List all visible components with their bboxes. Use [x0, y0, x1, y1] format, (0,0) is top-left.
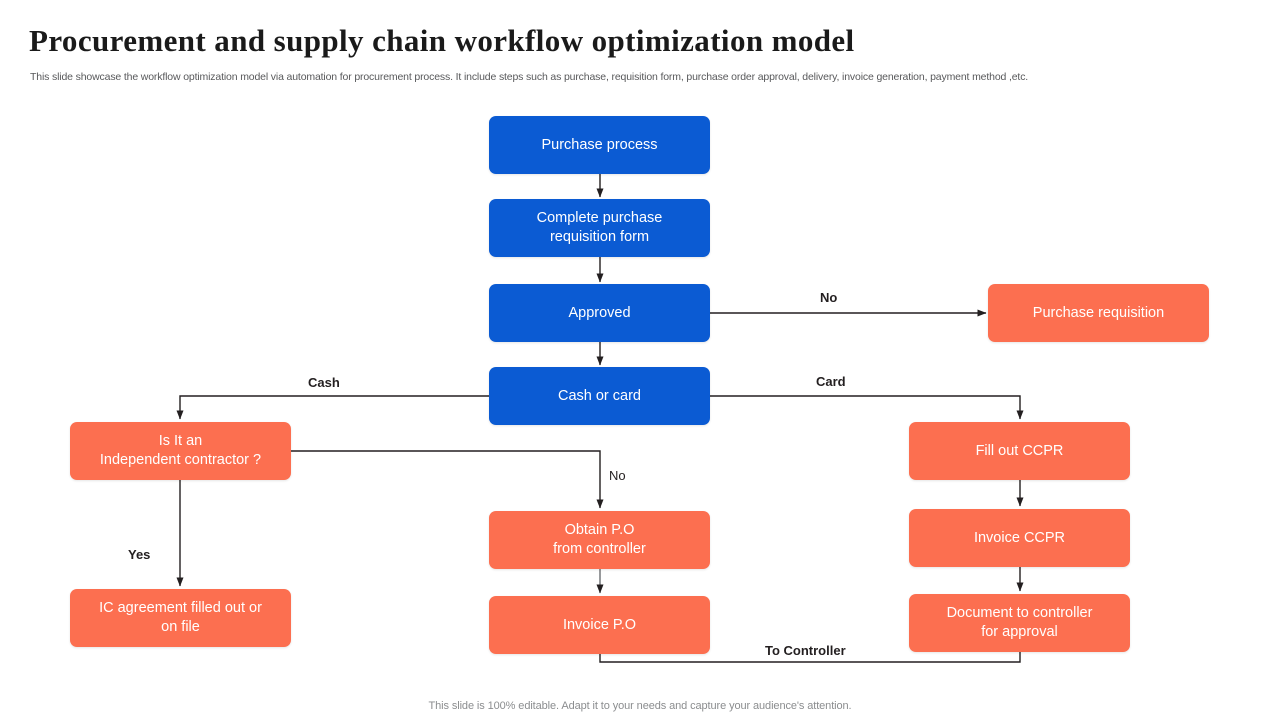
node-document-to-controller-for-approval[interactable]: Document to controller for approval: [909, 594, 1130, 652]
node-label: Obtain P.O from controller: [553, 522, 646, 557]
node-label: Purchase process: [541, 136, 658, 153]
edge-label-to-controller: To Controller: [765, 643, 846, 658]
edge-label-cash: Cash: [308, 375, 340, 390]
node-label: Invoice P.O: [562, 616, 637, 633]
node-label: IC agreement filled out or on file: [99, 600, 262, 635]
page-title: Procurement and supply chain workflow op…: [29, 23, 855, 58]
edge-label-card: Card: [816, 374, 846, 389]
node-label: Is It an Independent contractor ?: [99, 433, 262, 468]
node-label: Approved: [568, 304, 631, 321]
edge-cashorcard-to-contractor-cash: [176, 395, 489, 420]
node-invoice-ccpr[interactable]: Invoice CCPR: [909, 509, 1130, 567]
node-label: Purchase requisition: [1032, 304, 1165, 321]
node-label: Document to controller for approval: [946, 605, 1093, 640]
node-invoice-po[interactable]: Invoice P.O: [489, 596, 710, 654]
slide-footer-note: This slide is 100% editable. Adapt it to…: [428, 700, 852, 712]
node-purchase-process[interactable]: Purchase process: [489, 116, 710, 174]
node-complete-purchase-requisition-form[interactable]: Complete purchase requisition form: [489, 199, 710, 257]
node-obtain-po-from-controller[interactable]: Obtain P.O from controller: [489, 511, 710, 569]
node-label: Invoice CCPR: [973, 529, 1066, 546]
node-approved[interactable]: Approved: [489, 284, 710, 342]
node-fill-out-ccpr[interactable]: Fill out CCPR: [909, 422, 1130, 480]
node-ic-agreement[interactable]: IC agreement filled out or on file: [70, 589, 291, 647]
node-label: Fill out CCPR: [975, 442, 1064, 459]
edge-cashorcard-to-fillccpr-card: [710, 395, 1024, 420]
node-label: Complete purchase requisition form: [536, 210, 663, 245]
page-subtitle: This slide showcase the workflow optimiz…: [30, 71, 1029, 83]
node-purchase-requisition[interactable]: Purchase requisition: [988, 284, 1209, 342]
edge-label-no-approved: No: [820, 290, 838, 305]
node-cash-or-card[interactable]: Cash or card: [489, 367, 710, 425]
edge-label-yes: Yes: [128, 547, 151, 562]
node-independent-contractor[interactable]: Is It an Independent contractor ?: [70, 422, 291, 480]
node-label: Cash or card: [557, 387, 641, 404]
edge-label-no-contractor: No: [609, 468, 626, 483]
edge-contractor-to-obtainpo-no: [291, 450, 604, 509]
